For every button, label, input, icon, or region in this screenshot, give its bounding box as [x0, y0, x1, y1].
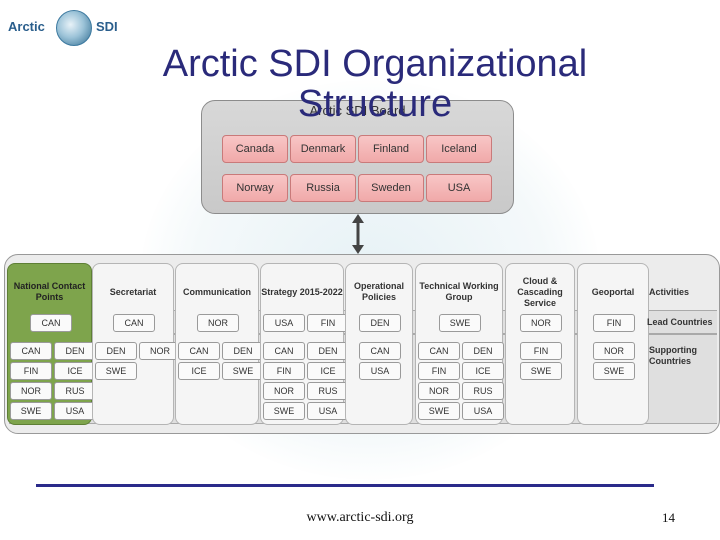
board-member: Norway [222, 174, 288, 202]
board-member: Sweden [358, 174, 424, 202]
supporting-country-chip: CAN [263, 342, 305, 360]
supporting-country-chip: CAN [359, 342, 401, 360]
lead-country-chip: FIN [593, 314, 635, 332]
supporting-country-chip: FIN [418, 362, 460, 380]
supporting-country-chip: SWE [520, 362, 562, 380]
slide-title-line1: Arctic SDI Organizational [162, 43, 588, 85]
activities-label: Activities [649, 287, 690, 297]
supporting-country-chip: ICE [307, 362, 349, 380]
supporting-country-chip: DEN [307, 342, 349, 360]
supporting-country-chip: FIN [10, 362, 52, 380]
lead-country-chip: USA [263, 314, 305, 332]
footer-url[interactable]: www.arctic-sdi.org [306, 510, 414, 525]
supporting-country-chip: NOR [593, 342, 635, 360]
board-box: Arctic SDI Board Canada Denmark Finland … [201, 100, 514, 214]
activity-name: Communication [182, 286, 251, 297]
supporting-country-chip: CAN [178, 342, 220, 360]
supporting-countries-label: Supporting Countries [649, 345, 697, 366]
double-arrow-icon [352, 214, 364, 254]
page-number: 14 [662, 510, 675, 525]
supporting-country-chip: RUS [54, 382, 96, 400]
lead-country-chip: NOR [197, 314, 239, 332]
supporting-country-chip: SWE [95, 362, 137, 380]
footer-rule [36, 484, 654, 487]
supporting-country-chip: RUS [462, 382, 504, 400]
supporting-country-chip: DEN [462, 342, 504, 360]
supporting-country-chip: ICE [178, 362, 220, 380]
logo-left-text: Arctic [8, 19, 45, 34]
board-member: Canada [222, 135, 288, 163]
supporting-country-chip: NOR [10, 382, 52, 400]
supporting-country-chip: NOR [263, 382, 305, 400]
supporting-country-chip: ICE [462, 362, 504, 380]
supporting-country-chip: RUS [307, 382, 349, 400]
supporting-country-chip: DEN [95, 342, 137, 360]
board-member: Iceland [426, 135, 492, 163]
lead-country-chip: NOR [520, 314, 562, 332]
activity-name: Cloud & Cascading Service [517, 275, 563, 308]
supporting-country-chip: FIN [520, 342, 562, 360]
lead-countries-label: Lead Countries [647, 317, 713, 327]
activity-name: Operational Policies [353, 281, 404, 302]
supporting-country-chip: CAN [10, 342, 52, 360]
supporting-country-chip: USA [462, 402, 504, 420]
supporting-country-chip: NOR [418, 382, 460, 400]
lead-country-chip: SWE [439, 314, 481, 332]
lead-country-chip: CAN [113, 314, 155, 332]
arctic-sdi-logo: Arctic SDI [8, 6, 118, 46]
slide-title-line2: Structure [297, 83, 453, 125]
lead-country-chip: CAN [30, 314, 72, 332]
supporting-country-chip: USA [359, 362, 401, 380]
supporting-country-chip: FIN [263, 362, 305, 380]
supporting-country-chip: DEN [54, 342, 96, 360]
supporting-country-chip: DEN [222, 342, 264, 360]
board-member: Finland [358, 135, 424, 163]
supporting-country-chip: SWE [593, 362, 635, 380]
supporting-country-chip: SWE [10, 402, 52, 420]
supporting-country-chip: SWE [222, 362, 264, 380]
supporting-country-chip: USA [307, 402, 349, 420]
supporting-country-chip: USA [54, 402, 96, 420]
board-member: USA [426, 174, 492, 202]
supporting-country-chip: ICE [54, 362, 96, 380]
supporting-country-chip: CAN [418, 342, 460, 360]
activity-name: Strategy 2015-2022 [261, 286, 343, 297]
board-member: Russia [290, 174, 356, 202]
board-label: Arctic SDI Board [309, 103, 406, 118]
supporting-country-chip: SWE [418, 402, 460, 420]
lead-country-chip: FIN [307, 314, 349, 332]
activity-name: Secretariat [109, 286, 157, 297]
activity-name: National Contact Points [13, 281, 86, 302]
supporting-country-chip: NOR [139, 342, 181, 360]
board-member: Denmark [290, 135, 356, 163]
activity-name: Technical Working Group [419, 281, 499, 302]
globe-icon [56, 10, 92, 46]
activity-name: Geoportal [591, 286, 635, 297]
logo-right-text: SDI [96, 19, 118, 34]
supporting-country-chip: SWE [263, 402, 305, 420]
lead-country-chip: DEN [359, 314, 401, 332]
